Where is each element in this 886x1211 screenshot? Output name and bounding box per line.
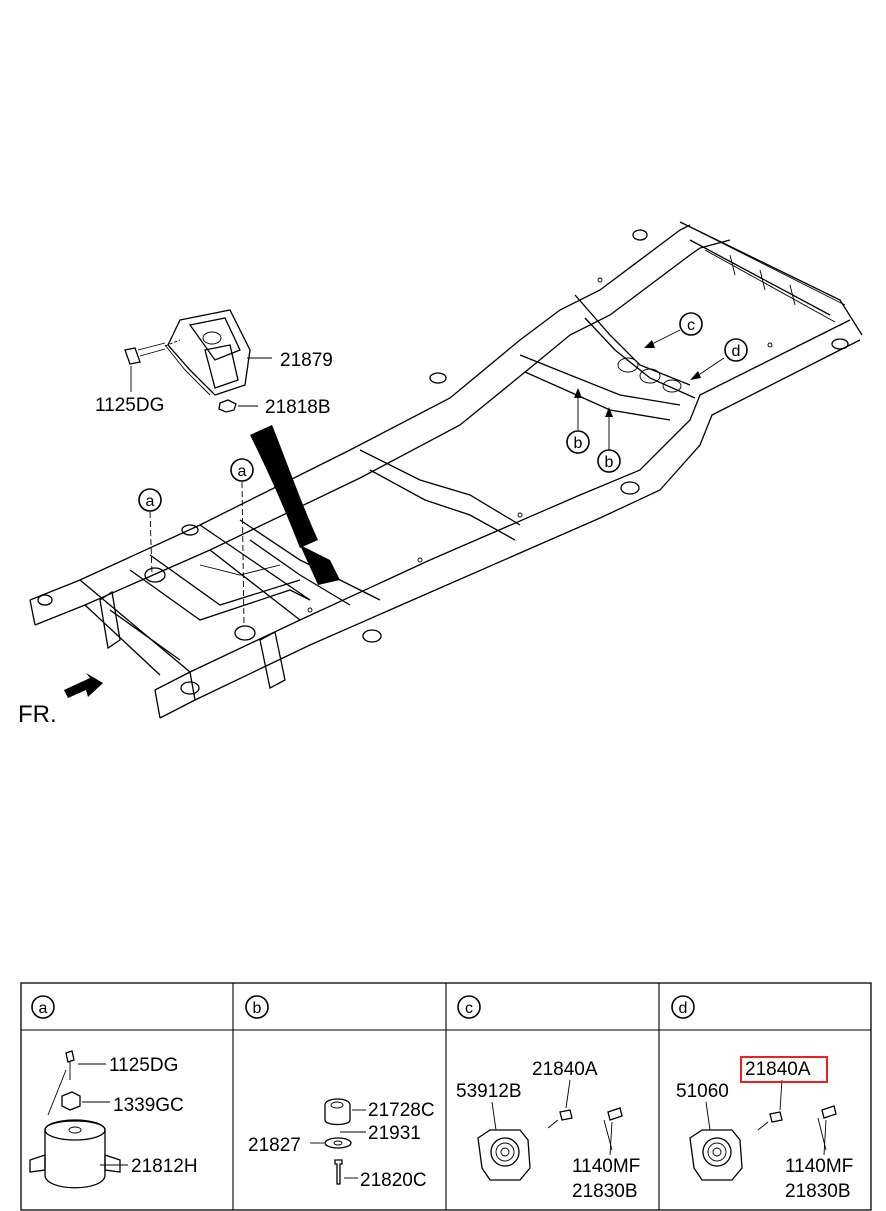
cell-b-cap: 21728C xyxy=(368,1100,435,1121)
cell-d-part-bottom: 21830B xyxy=(785,1181,851,1202)
svg-text:d: d xyxy=(732,343,741,360)
ref-circle-c: c xyxy=(679,312,703,336)
cell-d-bolt: 1140MF xyxy=(785,1156,853,1177)
cell-a-nut: 1339GC xyxy=(113,1095,184,1116)
body-mount-drawing xyxy=(310,1098,366,1185)
ref-circle-b-left: b xyxy=(566,430,590,454)
bracket-21879-drawing xyxy=(124,309,272,413)
cell-b-bolt: 21820C xyxy=(360,1170,427,1191)
cell-a-bolt: 1125DG xyxy=(109,1055,178,1076)
svg-text:b: b xyxy=(574,435,583,452)
damper-d-drawing xyxy=(689,1079,837,1181)
detail-table xyxy=(20,982,872,1211)
cell-c-part-bottom: 21830B xyxy=(572,1181,638,1202)
highlight-box xyxy=(740,1056,828,1083)
svg-text:b: b xyxy=(605,454,614,471)
engine-mount-drawing xyxy=(29,1050,128,1189)
svg-text:c: c xyxy=(687,317,695,334)
label-bracket: 21879 xyxy=(280,350,333,371)
cell-c-part-top: 21840A xyxy=(532,1059,598,1080)
cell-b-insulator: 21827 xyxy=(248,1135,301,1156)
label-bracket-bolt: 1125DG xyxy=(95,395,164,416)
svg-text:a: a xyxy=(39,1000,48,1017)
table-header-a: a xyxy=(31,995,55,1019)
front-direction-arrow: FR. xyxy=(18,673,103,728)
cell-d-part-left: 51060 xyxy=(676,1081,729,1102)
ref-circle-a-left: a xyxy=(138,488,162,512)
table-header-d: d xyxy=(671,995,695,1019)
cell-c-part-left: 53912B xyxy=(456,1081,522,1102)
table-header-b: b xyxy=(245,995,269,1019)
cell-a-mount: 21812H xyxy=(131,1156,198,1177)
cell-c-bolt: 1140MF xyxy=(572,1156,640,1177)
chassis-frame xyxy=(29,221,863,719)
svg-text:d: d xyxy=(679,1000,688,1017)
table-header-c: c xyxy=(457,995,481,1019)
svg-text:b: b xyxy=(253,1000,262,1017)
svg-text:a: a xyxy=(146,493,155,510)
svg-text:c: c xyxy=(465,1000,473,1017)
svg-text:FR.: FR. xyxy=(18,701,57,728)
ref-circle-a-center: a xyxy=(230,458,254,482)
ref-circle-b-right: b xyxy=(597,449,621,473)
damper-c-drawing xyxy=(477,1079,623,1181)
label-bracket-nut: 21818B xyxy=(265,397,331,418)
svg-text:a: a xyxy=(238,463,247,480)
ref-circle-d: d xyxy=(724,338,748,362)
cell-b-washer: 21931 xyxy=(368,1123,421,1144)
cell-d-part-top[interactable]: 21840A xyxy=(745,1059,811,1080)
bracket-pointer xyxy=(250,425,318,548)
